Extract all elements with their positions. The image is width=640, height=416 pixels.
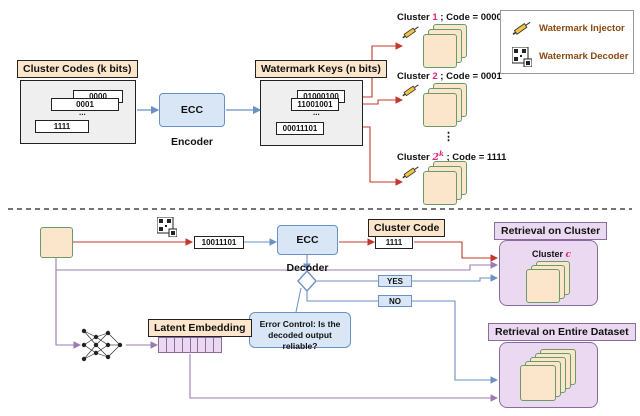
arrow-diamond-to-note (295, 287, 302, 313)
retrieval-cluster-stack (526, 261, 572, 305)
neural-network-icon (81, 328, 123, 362)
cluster-2k-label: Cluster 2k ; Code = 1111 (397, 149, 507, 164)
cluster-code-last: 1111 (35, 120, 89, 133)
legend-decoder-label: Watermark Decoder (539, 51, 629, 62)
watermark-keys-panel: 01000100 11001001 ... 00011101 (260, 80, 363, 146)
extracted-key: 10011101 (194, 236, 244, 249)
retrieval-cluster-title: Retrieval on Cluster (494, 222, 608, 240)
watermark-key-1: 11001001 (291, 98, 339, 111)
arrow-embedding-to-cluster (56, 261, 499, 271)
cluster-code-title: Cluster Code (368, 219, 446, 237)
arrow-embedding-to-dataset (189, 354, 499, 402)
retrieval-cluster-panel: Cluster c (499, 240, 598, 306)
cluster-2k-stack (423, 161, 469, 205)
cluster-code-ellipsis: ... (79, 108, 86, 117)
syringe-icon (402, 26, 419, 39)
arrow-yes-to-cluster (412, 274, 499, 282)
cluster-code-value: 1111 (375, 236, 413, 249)
cluster-vertical-ellipsis: ⋮ (443, 131, 454, 143)
retrieval-cluster-label: Cluster c (532, 249, 571, 260)
arrow-no-to-dataset (412, 300, 499, 384)
latent-embedding-title: Latent Embedding (148, 319, 252, 337)
legend-box: Watermark Injector Watermark Decoder (500, 10, 634, 74)
retrieval-dataset-panel (499, 342, 598, 408)
watermark-key-last: 00011101 (276, 122, 324, 135)
retrieval-dataset-title: Retrieval on Entire Dataset (488, 323, 636, 341)
cluster-codes-title: Cluster Codes (k bits) (17, 60, 138, 78)
error-control-note: Error Control: Is the decoded output rel… (249, 312, 351, 351)
yes-box: YES (378, 275, 412, 287)
query-image (40, 227, 73, 258)
qr-decoder-icon (512, 47, 532, 67)
syringe-icon (402, 166, 419, 179)
cluster-2-stack (423, 83, 469, 127)
cluster-code-1: 0001 (51, 98, 119, 111)
arrow-no-path (306, 291, 378, 302)
ecc-encoder-box: ECC Encoder (159, 93, 225, 148)
cluster-2-label: Cluster 2 ; Code = 0001 (397, 71, 502, 82)
no-box: NO (378, 295, 412, 307)
watermark-keys-title: Watermark Keys (n bits) (255, 60, 387, 78)
legend-injector-label: Watermark Injector (539, 23, 625, 34)
cluster-codes-panel: 0000 0001 ... 1111 (20, 80, 136, 144)
syringe-icon (512, 21, 531, 35)
ecc-decoder-box: ECC Decoder (277, 225, 338, 274)
latent-embedding-vector (158, 337, 222, 353)
retrieval-dataset-stack (520, 349, 582, 405)
watermark-key-ellipsis: ... (313, 108, 320, 117)
cluster-1-label: Cluster 1 ; Code = 0000 (397, 12, 502, 23)
cluster-1-stack (423, 24, 469, 68)
syringe-icon (402, 84, 419, 97)
arrow-code-to-cluster-retrieval (414, 241, 499, 262)
arrow-image-to-network (55, 258, 82, 349)
qr-decoder-icon (157, 217, 177, 237)
diamond-decision-icon (297, 270, 317, 292)
